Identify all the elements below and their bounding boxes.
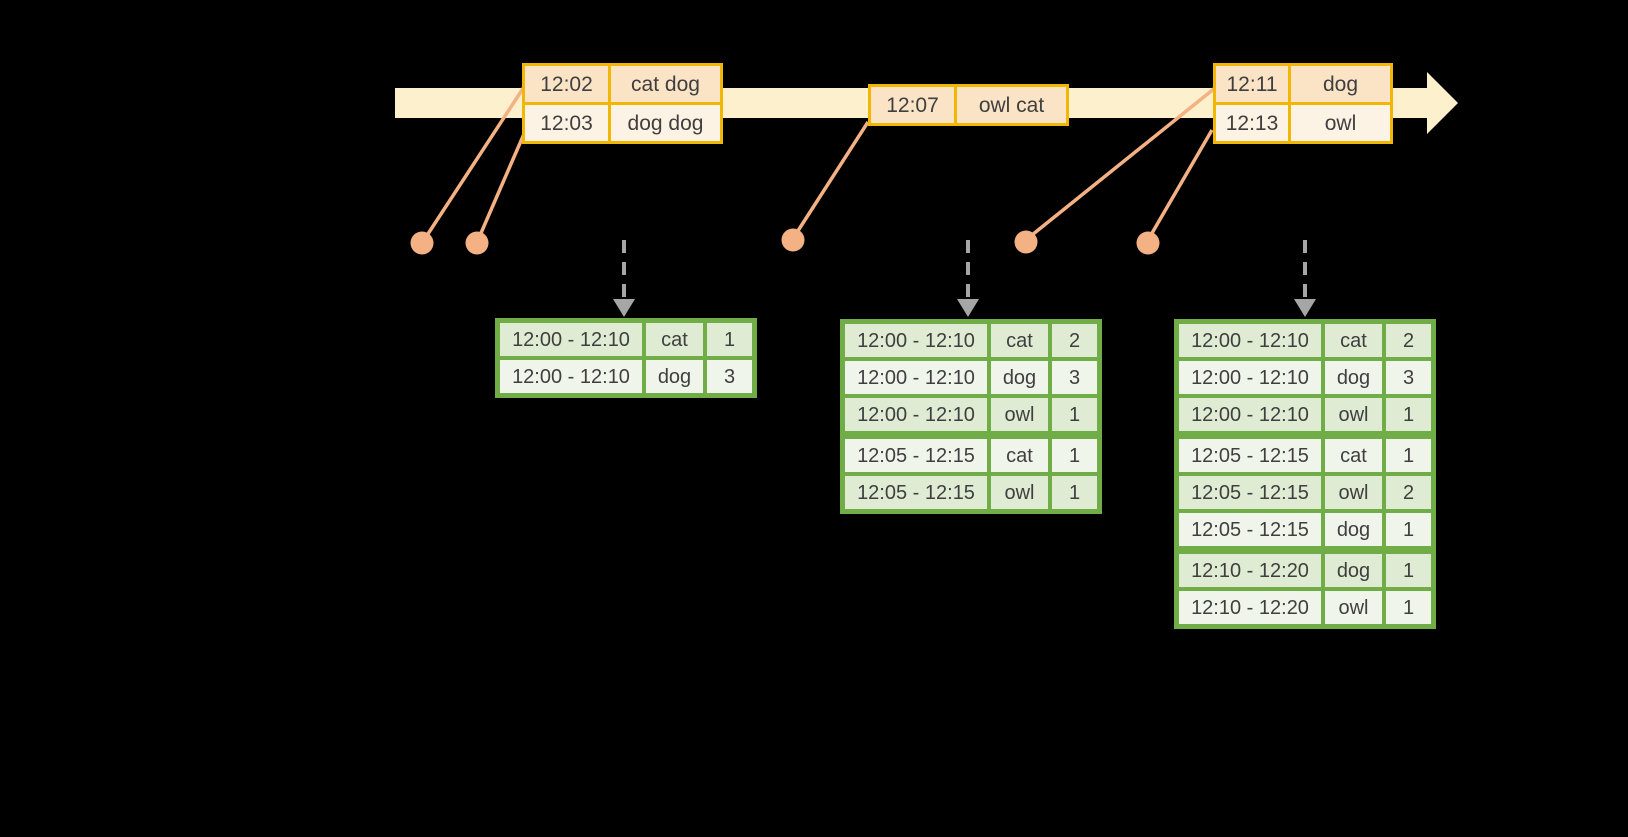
window-cell: 12:10 - 12:20 xyxy=(1179,591,1321,624)
event-words-cell: owl xyxy=(1291,105,1390,141)
word-cell: cat xyxy=(1325,439,1382,472)
count-cell: 1 xyxy=(1386,554,1431,587)
trigger-arrow xyxy=(613,240,635,317)
count-cell: 1 xyxy=(1052,398,1097,431)
word-cell: cat xyxy=(646,323,703,356)
event-time-cell: 12:07 xyxy=(871,87,954,123)
connector-line xyxy=(1025,86,1217,241)
count-cell: 3 xyxy=(1052,361,1097,394)
window-cell: 12:00 - 12:10 xyxy=(845,398,987,431)
window-cell: 12:05 - 12:15 xyxy=(1179,439,1321,472)
word-cell: dog xyxy=(1325,361,1382,394)
event-time-cell: 12:03 xyxy=(525,105,608,141)
event-dot xyxy=(1136,231,1160,255)
event-words-cell: dog xyxy=(1291,66,1390,102)
event-words-cell: owl cat xyxy=(957,87,1066,123)
trigger-arrow xyxy=(957,240,979,317)
window-cell: 12:10 - 12:20 xyxy=(1179,554,1321,587)
window-cell: 12:00 - 12:10 xyxy=(845,324,987,357)
count-cell: 1 xyxy=(1386,439,1431,472)
connector-line xyxy=(422,86,526,241)
window-cell: 12:00 - 12:10 xyxy=(1179,324,1321,357)
window-cell: 12:00 - 12:10 xyxy=(1179,398,1321,431)
connector-line xyxy=(476,126,529,241)
word-cell: dog xyxy=(646,360,703,393)
count-cell: 1 xyxy=(707,323,752,356)
event-dot xyxy=(465,231,489,255)
connector-line xyxy=(1146,129,1214,241)
count-cell: 1 xyxy=(1386,513,1431,546)
count-cell: 3 xyxy=(1386,361,1431,394)
window-cell: 12:05 - 12:15 xyxy=(845,476,987,509)
window-cell: 12:05 - 12:15 xyxy=(845,439,987,472)
event-time-cell: 12:02 xyxy=(525,66,608,102)
event-words-cell: dog dog xyxy=(611,105,720,141)
word-cell: owl xyxy=(1325,398,1382,431)
trigger-arrow xyxy=(1294,240,1316,317)
count-cell: 3 xyxy=(707,360,752,393)
count-cell: 1 xyxy=(1386,398,1431,431)
word-cell: owl xyxy=(1325,591,1382,624)
event-time-cell: 12:11 xyxy=(1216,66,1288,102)
word-cell: owl xyxy=(991,398,1048,431)
window-cell: 12:00 - 12:10 xyxy=(500,323,642,356)
event-dot xyxy=(1014,230,1038,254)
event-dot xyxy=(781,228,805,252)
word-cell: dog xyxy=(1325,513,1382,546)
word-cell: owl xyxy=(1325,476,1382,509)
count-cell: 2 xyxy=(1386,324,1431,357)
window-cell: 12:05 - 12:15 xyxy=(1179,513,1321,546)
connector-line xyxy=(792,121,870,238)
count-cell: 2 xyxy=(1052,324,1097,357)
word-cell: dog xyxy=(991,361,1048,394)
timeline-arrowhead-icon xyxy=(1427,72,1458,134)
word-cell: cat xyxy=(991,324,1048,357)
event-connector-lines xyxy=(422,86,1217,241)
word-cell: owl xyxy=(991,476,1048,509)
count-cell: 1 xyxy=(1052,476,1097,509)
window-cell: 12:00 - 12:10 xyxy=(845,361,987,394)
word-cell: cat xyxy=(991,439,1048,472)
window-cell: 12:00 - 12:10 xyxy=(500,360,642,393)
event-dot xyxy=(410,231,434,255)
event-time-cell: 12:13 xyxy=(1216,105,1288,141)
word-cell: cat xyxy=(1325,324,1382,357)
window-cell: 12:00 - 12:10 xyxy=(1179,361,1321,394)
count-cell: 1 xyxy=(1052,439,1097,472)
window-cell: 12:05 - 12:15 xyxy=(1179,476,1321,509)
trigger-arrows xyxy=(613,240,1316,317)
event-dots xyxy=(410,228,1160,255)
count-cell: 1 xyxy=(1386,591,1431,624)
count-cell: 2 xyxy=(1386,476,1431,509)
word-cell: dog xyxy=(1325,554,1382,587)
event-words-cell: cat dog xyxy=(611,66,720,102)
